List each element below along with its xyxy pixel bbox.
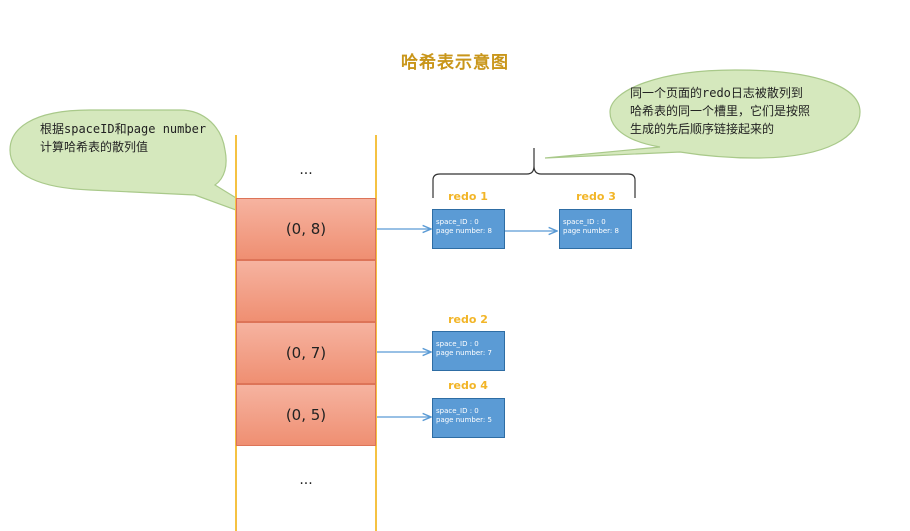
redo-space-id: space_ID : 0	[563, 218, 606, 226]
redo-1-box: space_ID : 0 page number: 8	[432, 209, 505, 249]
redo-page-number: page number: 8	[436, 227, 492, 235]
redo-space-id: space_ID : 0	[436, 340, 479, 348]
left-callout-bubble	[9, 109, 286, 229]
hash-table-top-ellipsis: ...	[299, 162, 313, 178]
right-callout-line: 哈希表的同一个槽里，它们是按照	[630, 104, 811, 118]
hash-slot-empty	[236, 260, 376, 322]
redo-1-label: redo 1	[448, 190, 488, 203]
right-callout-bubble	[544, 69, 861, 159]
right-callout-line: 同一个页面的redo日志被散列到	[630, 86, 803, 100]
hash-slot-0-5: (0, 5)	[236, 384, 376, 446]
hash-table-bottom-ellipsis: ...	[299, 472, 313, 488]
redo-3-label: redo 3	[576, 190, 616, 203]
diagram-title: 哈希表示意图	[401, 53, 509, 73]
left-callout-line: 根据spaceID和page number	[40, 122, 207, 136]
redo-3-box: space_ID : 0 page number: 8	[559, 209, 632, 249]
left-callout-line: 计算哈希表的散列值	[40, 140, 149, 154]
redo-4-label: redo 4	[448, 379, 488, 392]
left-callout-text: 根据spaceID和page number 计算哈希表的散列值	[40, 120, 206, 156]
right-callout-text: 同一个页面的redo日志被散列到 哈希表的同一个槽里，它们是按照 生成的先后顺序…	[630, 84, 810, 138]
redo-page-number: page number: 7	[436, 349, 492, 357]
redo-2-box: space_ID : 0 page number: 7	[432, 331, 505, 371]
redo-2-label: redo 2	[448, 313, 488, 326]
right-callout-line: 生成的先后顺序链接起来的	[630, 122, 775, 136]
redo-space-id: space_ID : 0	[436, 407, 479, 415]
group-brace	[432, 148, 636, 198]
redo-page-number: page number: 5	[436, 416, 492, 424]
redo-page-number: page number: 8	[563, 227, 619, 235]
hash-slot-0-7: (0, 7)	[236, 322, 376, 384]
redo-space-id: space_ID : 0	[436, 218, 479, 226]
redo-4-box: space_ID : 0 page number: 5	[432, 398, 505, 438]
hash-table-right-rail	[375, 135, 377, 531]
hash-slot-0-8: (0, 8)	[236, 198, 376, 260]
